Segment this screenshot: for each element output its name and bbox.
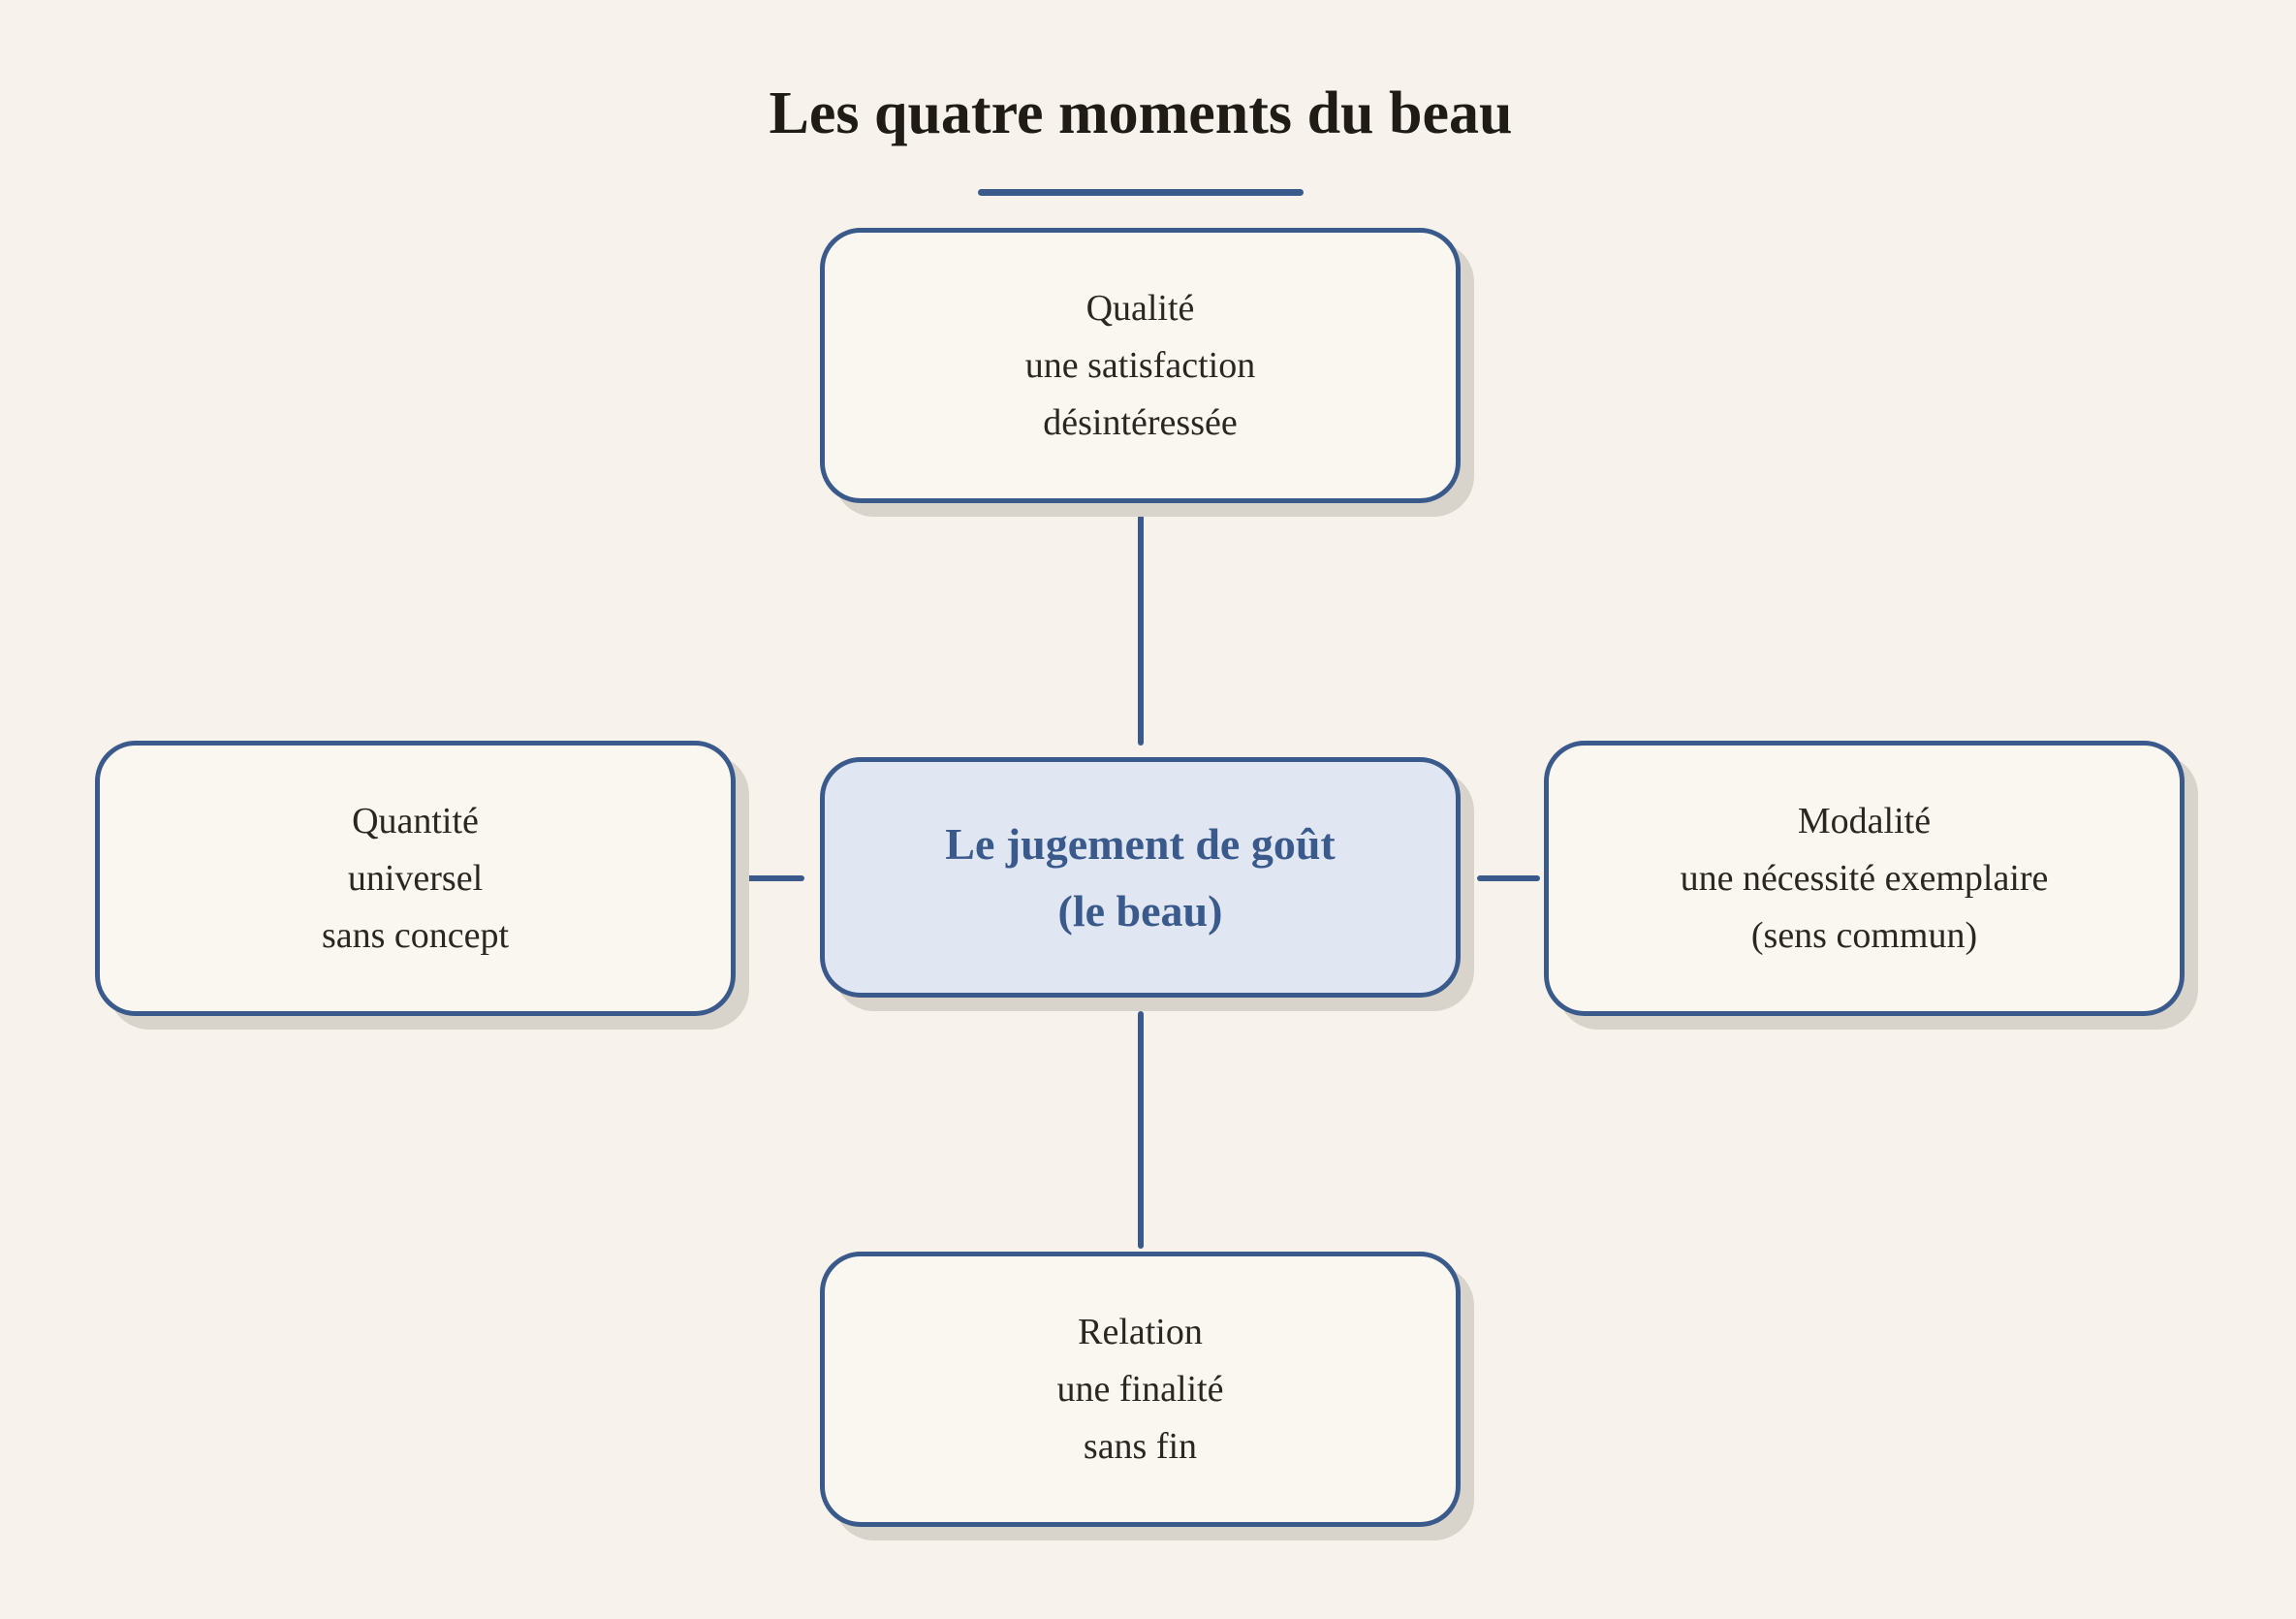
node-center: Le jugement de goût (le beau) <box>820 757 1461 998</box>
node-modalite-line-1: une nécessité exemplaire <box>1680 857 2049 899</box>
node-center-line-2: (le beau) <box>1057 886 1223 936</box>
node-modalite-line-2: (sens commun) <box>1750 914 1978 956</box>
node-relation-text: Relation une finalité sans fin <box>1057 1304 1224 1476</box>
node-relation-line-1: une finalité <box>1056 1368 1224 1410</box>
node-qualite-heading: Qualité <box>1085 287 1195 329</box>
node-relation-line-2: sans fin <box>1083 1425 1198 1467</box>
node-qualite: Qualité une satisfaction désintéressée <box>820 228 1461 503</box>
node-quantite-text: Quantité universel sans concept <box>322 793 509 965</box>
node-qualite-text: Qualité une satisfaction désintéressée <box>1025 280 1255 452</box>
node-modalite-heading: Modalité <box>1797 800 1932 841</box>
node-quantite-line-2: sans concept <box>321 914 510 956</box>
node-quantite-heading: Quantité <box>352 800 479 841</box>
node-qualite-line-1: une satisfaction <box>1024 344 1256 386</box>
node-qualite-line-2: désintéressée <box>1043 401 1238 443</box>
node-modalite-text: Modalité une nécessité exemplaire (sens … <box>1681 793 2049 965</box>
title-underline <box>978 189 1304 196</box>
node-relation: Relation une finalité sans fin <box>820 1252 1461 1527</box>
node-modalite: Modalité une nécessité exemplaire (sens … <box>1544 741 2185 1016</box>
node-center-text: Le jugement de goût (le beau) <box>945 810 1335 944</box>
node-quantite: Quantité universel sans concept <box>95 741 736 1016</box>
diagram-title: Les quatre moments du beau <box>769 80 1513 146</box>
node-quantite-line-1: universel <box>347 857 484 899</box>
node-center-line-1: Le jugement de goût <box>945 819 1336 869</box>
node-relation-heading: Relation <box>1078 1311 1203 1352</box>
